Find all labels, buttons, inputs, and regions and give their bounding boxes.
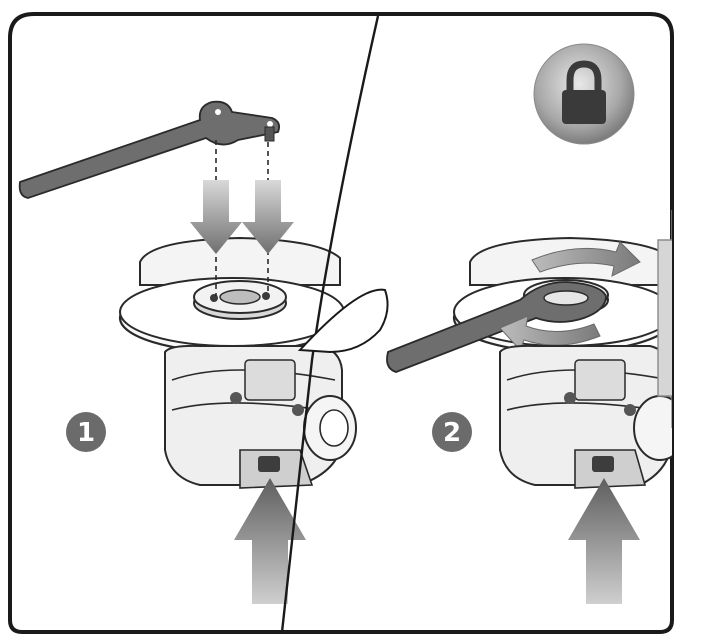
up-arrow-step-2 xyxy=(568,478,640,604)
rotate-arrow-bottom xyxy=(499,315,601,351)
down-arrow-left xyxy=(190,180,242,254)
lock-badge xyxy=(533,43,635,145)
arrow-right-icon xyxy=(657,209,672,429)
rotate-arrow-top xyxy=(531,241,641,277)
down-arrow-right xyxy=(242,180,294,254)
step-badge-2: 2 xyxy=(432,412,472,452)
step-1-illustration xyxy=(18,100,357,604)
step-badge-1: 1 xyxy=(66,412,106,452)
step-2-illustration xyxy=(386,236,672,604)
pin-wrench xyxy=(18,100,281,199)
panel-divider xyxy=(280,15,380,632)
lock-icon xyxy=(562,60,606,124)
step-number-1: 1 xyxy=(77,418,95,448)
step-number-2: 2 xyxy=(443,418,461,448)
pin-wrench-engaged xyxy=(386,281,607,373)
